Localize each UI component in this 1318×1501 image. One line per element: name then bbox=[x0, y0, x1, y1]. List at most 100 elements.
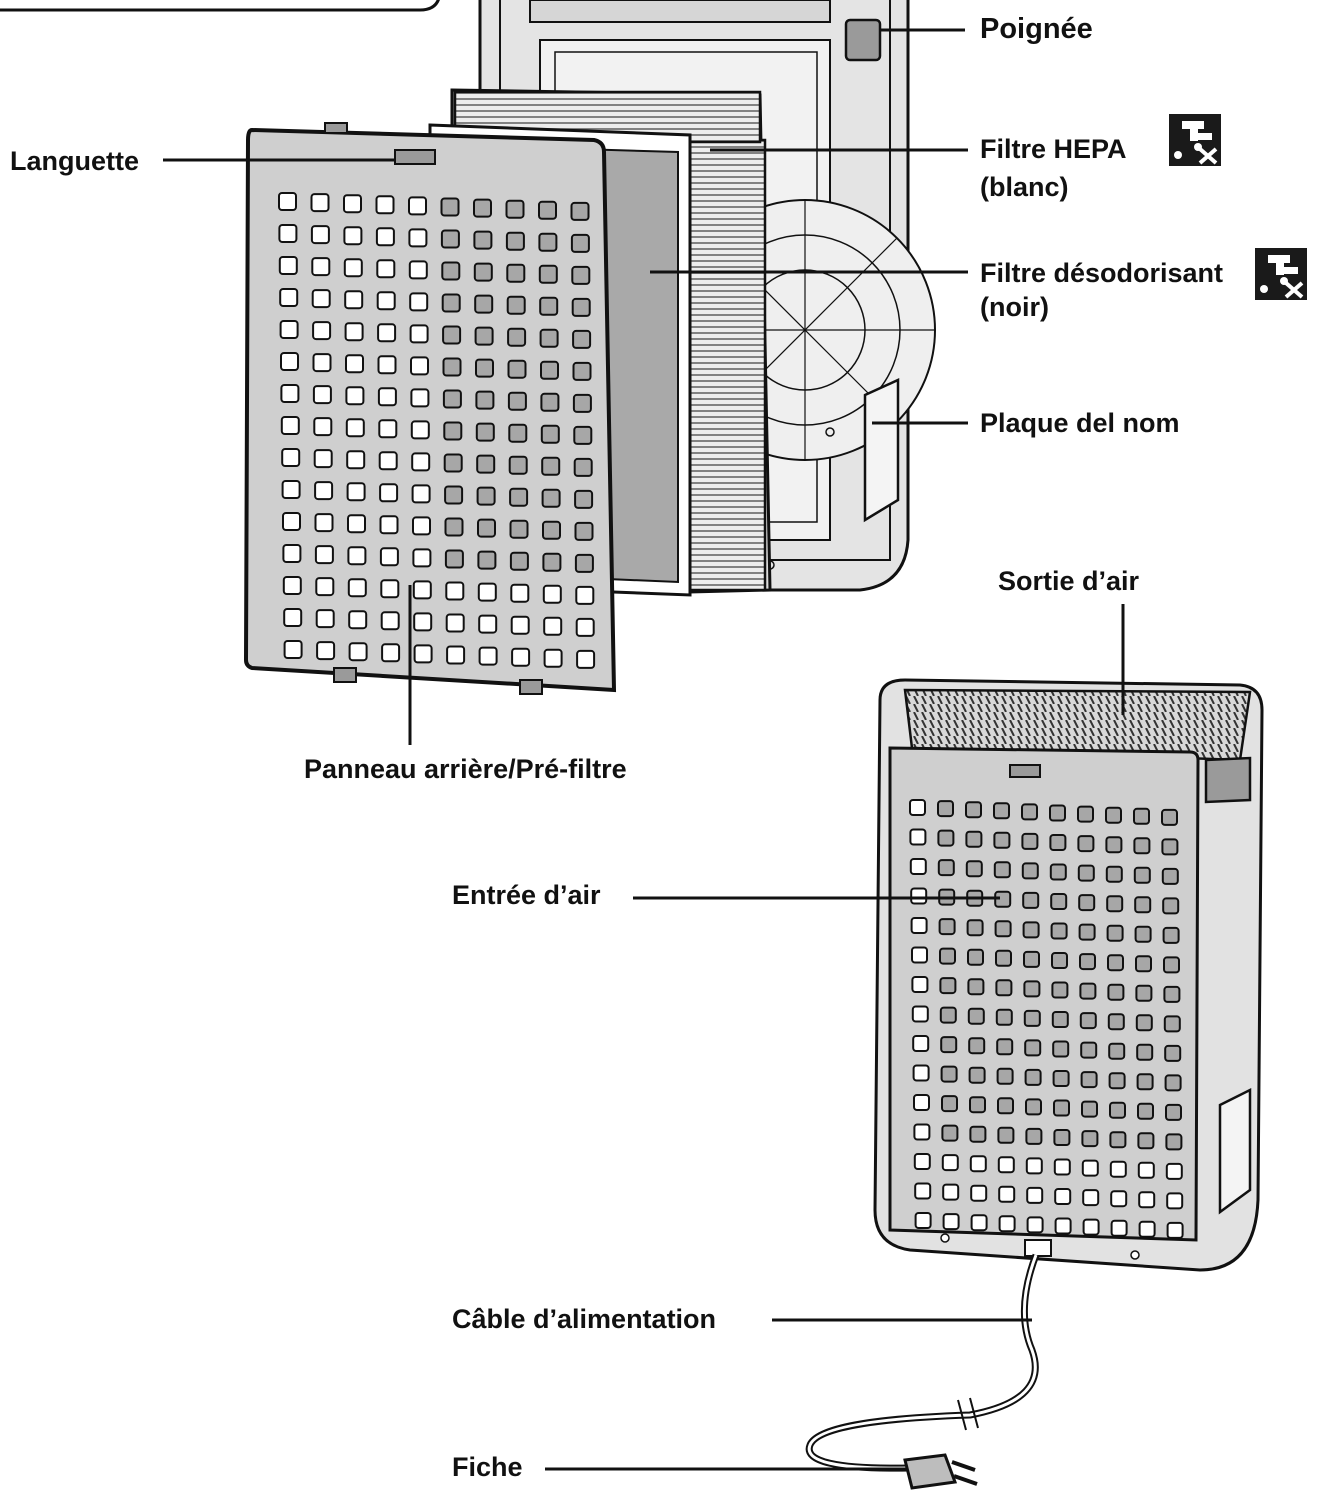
grille-hole bbox=[1025, 1127, 1043, 1145]
grille-hole bbox=[965, 830, 983, 848]
grille-hole bbox=[375, 195, 395, 215]
grille-hole bbox=[478, 646, 498, 666]
grille-hole bbox=[410, 420, 430, 440]
grille-hole bbox=[539, 296, 559, 316]
grille-hole bbox=[543, 616, 563, 636]
grille-hole bbox=[997, 1156, 1015, 1174]
grille-hole bbox=[473, 230, 493, 250]
grille-hole bbox=[1108, 1072, 1126, 1090]
grille-hole bbox=[571, 265, 591, 285]
grille-hole bbox=[1052, 1040, 1070, 1058]
grille-hole bbox=[542, 584, 562, 604]
grille-hole bbox=[408, 260, 428, 280]
grille-hole bbox=[408, 228, 428, 248]
grille-hole bbox=[912, 1064, 930, 1082]
grille-hole bbox=[281, 448, 301, 467]
grille-hole bbox=[1079, 953, 1096, 971]
grille-hole bbox=[1107, 1013, 1125, 1031]
grille-hole bbox=[311, 257, 331, 277]
grille-hole bbox=[1138, 1191, 1156, 1209]
callout-box-fragment bbox=[0, 0, 440, 12]
grille-hole bbox=[1022, 891, 1040, 909]
grille-hole bbox=[343, 258, 363, 278]
no-wash-icon bbox=[1255, 248, 1307, 300]
label-tab: Languette bbox=[10, 146, 140, 176]
grille-hole bbox=[913, 1123, 931, 1141]
grille-hole bbox=[478, 614, 498, 634]
grille-hole bbox=[572, 329, 592, 349]
grille-hole bbox=[937, 829, 955, 847]
label-power-cord: Câble d’alimentation bbox=[452, 1304, 717, 1334]
grille-hole bbox=[997, 1126, 1015, 1144]
grille-hole bbox=[1163, 985, 1181, 1003]
grille-hole bbox=[965, 801, 982, 819]
grille-hole bbox=[346, 450, 366, 470]
grille-hole bbox=[1133, 866, 1151, 884]
grille-hole bbox=[446, 645, 466, 665]
grille-hole bbox=[1133, 807, 1150, 825]
grille-hole bbox=[540, 424, 560, 444]
grille-hole bbox=[570, 201, 590, 221]
grille-hole bbox=[1108, 1042, 1126, 1060]
grille-hole bbox=[345, 354, 364, 374]
label-hepa-filter: Filtre HEPA bbox=[980, 134, 1127, 164]
grille-hole bbox=[1166, 1192, 1184, 1210]
grille-hole bbox=[541, 488, 561, 508]
grille-hole bbox=[1109, 1101, 1126, 1119]
grille-hole bbox=[278, 192, 297, 211]
grille-hole bbox=[413, 644, 433, 664]
grille-hole bbox=[967, 1007, 985, 1025]
grille-hole bbox=[375, 227, 395, 247]
grille-hole bbox=[1081, 1100, 1098, 1118]
grille-hole bbox=[377, 323, 397, 343]
grille-hole bbox=[315, 577, 335, 597]
grille-hole bbox=[511, 647, 531, 667]
grille-hole bbox=[543, 648, 563, 668]
grille-hole bbox=[509, 487, 529, 507]
grille-hole bbox=[1050, 922, 1068, 940]
grille-hole bbox=[281, 480, 301, 499]
grille-hole bbox=[378, 451, 398, 471]
grille-hole bbox=[1052, 1070, 1070, 1087]
grille-hole bbox=[1105, 836, 1123, 854]
grille-hole bbox=[965, 860, 983, 878]
grille-hole bbox=[1023, 950, 1040, 968]
grille-hole bbox=[540, 360, 559, 380]
grille-hole bbox=[348, 610, 368, 630]
grille-hole bbox=[910, 887, 928, 905]
grille-hole bbox=[538, 232, 558, 252]
grille-hole bbox=[911, 976, 929, 993]
grille-hole bbox=[443, 453, 463, 473]
grille-hole bbox=[939, 977, 957, 995]
grille-hole bbox=[1162, 897, 1180, 915]
grille-hole bbox=[444, 485, 464, 505]
grille-hole bbox=[345, 386, 365, 406]
grille-hole bbox=[510, 615, 530, 635]
grille-hole bbox=[312, 385, 332, 405]
grille-hole bbox=[444, 517, 464, 537]
label-back-panel: Panneau arrière/Pré-filtre bbox=[304, 754, 627, 784]
no-wash-icon bbox=[1169, 114, 1221, 166]
grille-hole bbox=[941, 1124, 959, 1142]
grille-hole bbox=[970, 1214, 988, 1232]
grille-hole bbox=[996, 1038, 1014, 1056]
grille-hole bbox=[412, 516, 431, 536]
grille-hole bbox=[313, 417, 333, 437]
grille-hole bbox=[1136, 1043, 1154, 1061]
grille-hole bbox=[311, 289, 331, 309]
leader-lines bbox=[163, 28, 1125, 1471]
grille-hole bbox=[1165, 1103, 1182, 1121]
grille-hole bbox=[1079, 1012, 1097, 1030]
grille-hole bbox=[347, 578, 367, 598]
grille-hole bbox=[505, 231, 525, 251]
grille-hole bbox=[348, 642, 368, 662]
grille-hole bbox=[541, 456, 561, 476]
grille-hole bbox=[913, 1153, 931, 1170]
grille-hole bbox=[312, 353, 332, 373]
grille-hole bbox=[346, 482, 366, 502]
grille-hole bbox=[380, 611, 400, 631]
grille-hole bbox=[378, 419, 398, 439]
grille-hole bbox=[995, 949, 1012, 967]
label-deodorizing-filter-color: (noir) bbox=[980, 292, 1049, 322]
